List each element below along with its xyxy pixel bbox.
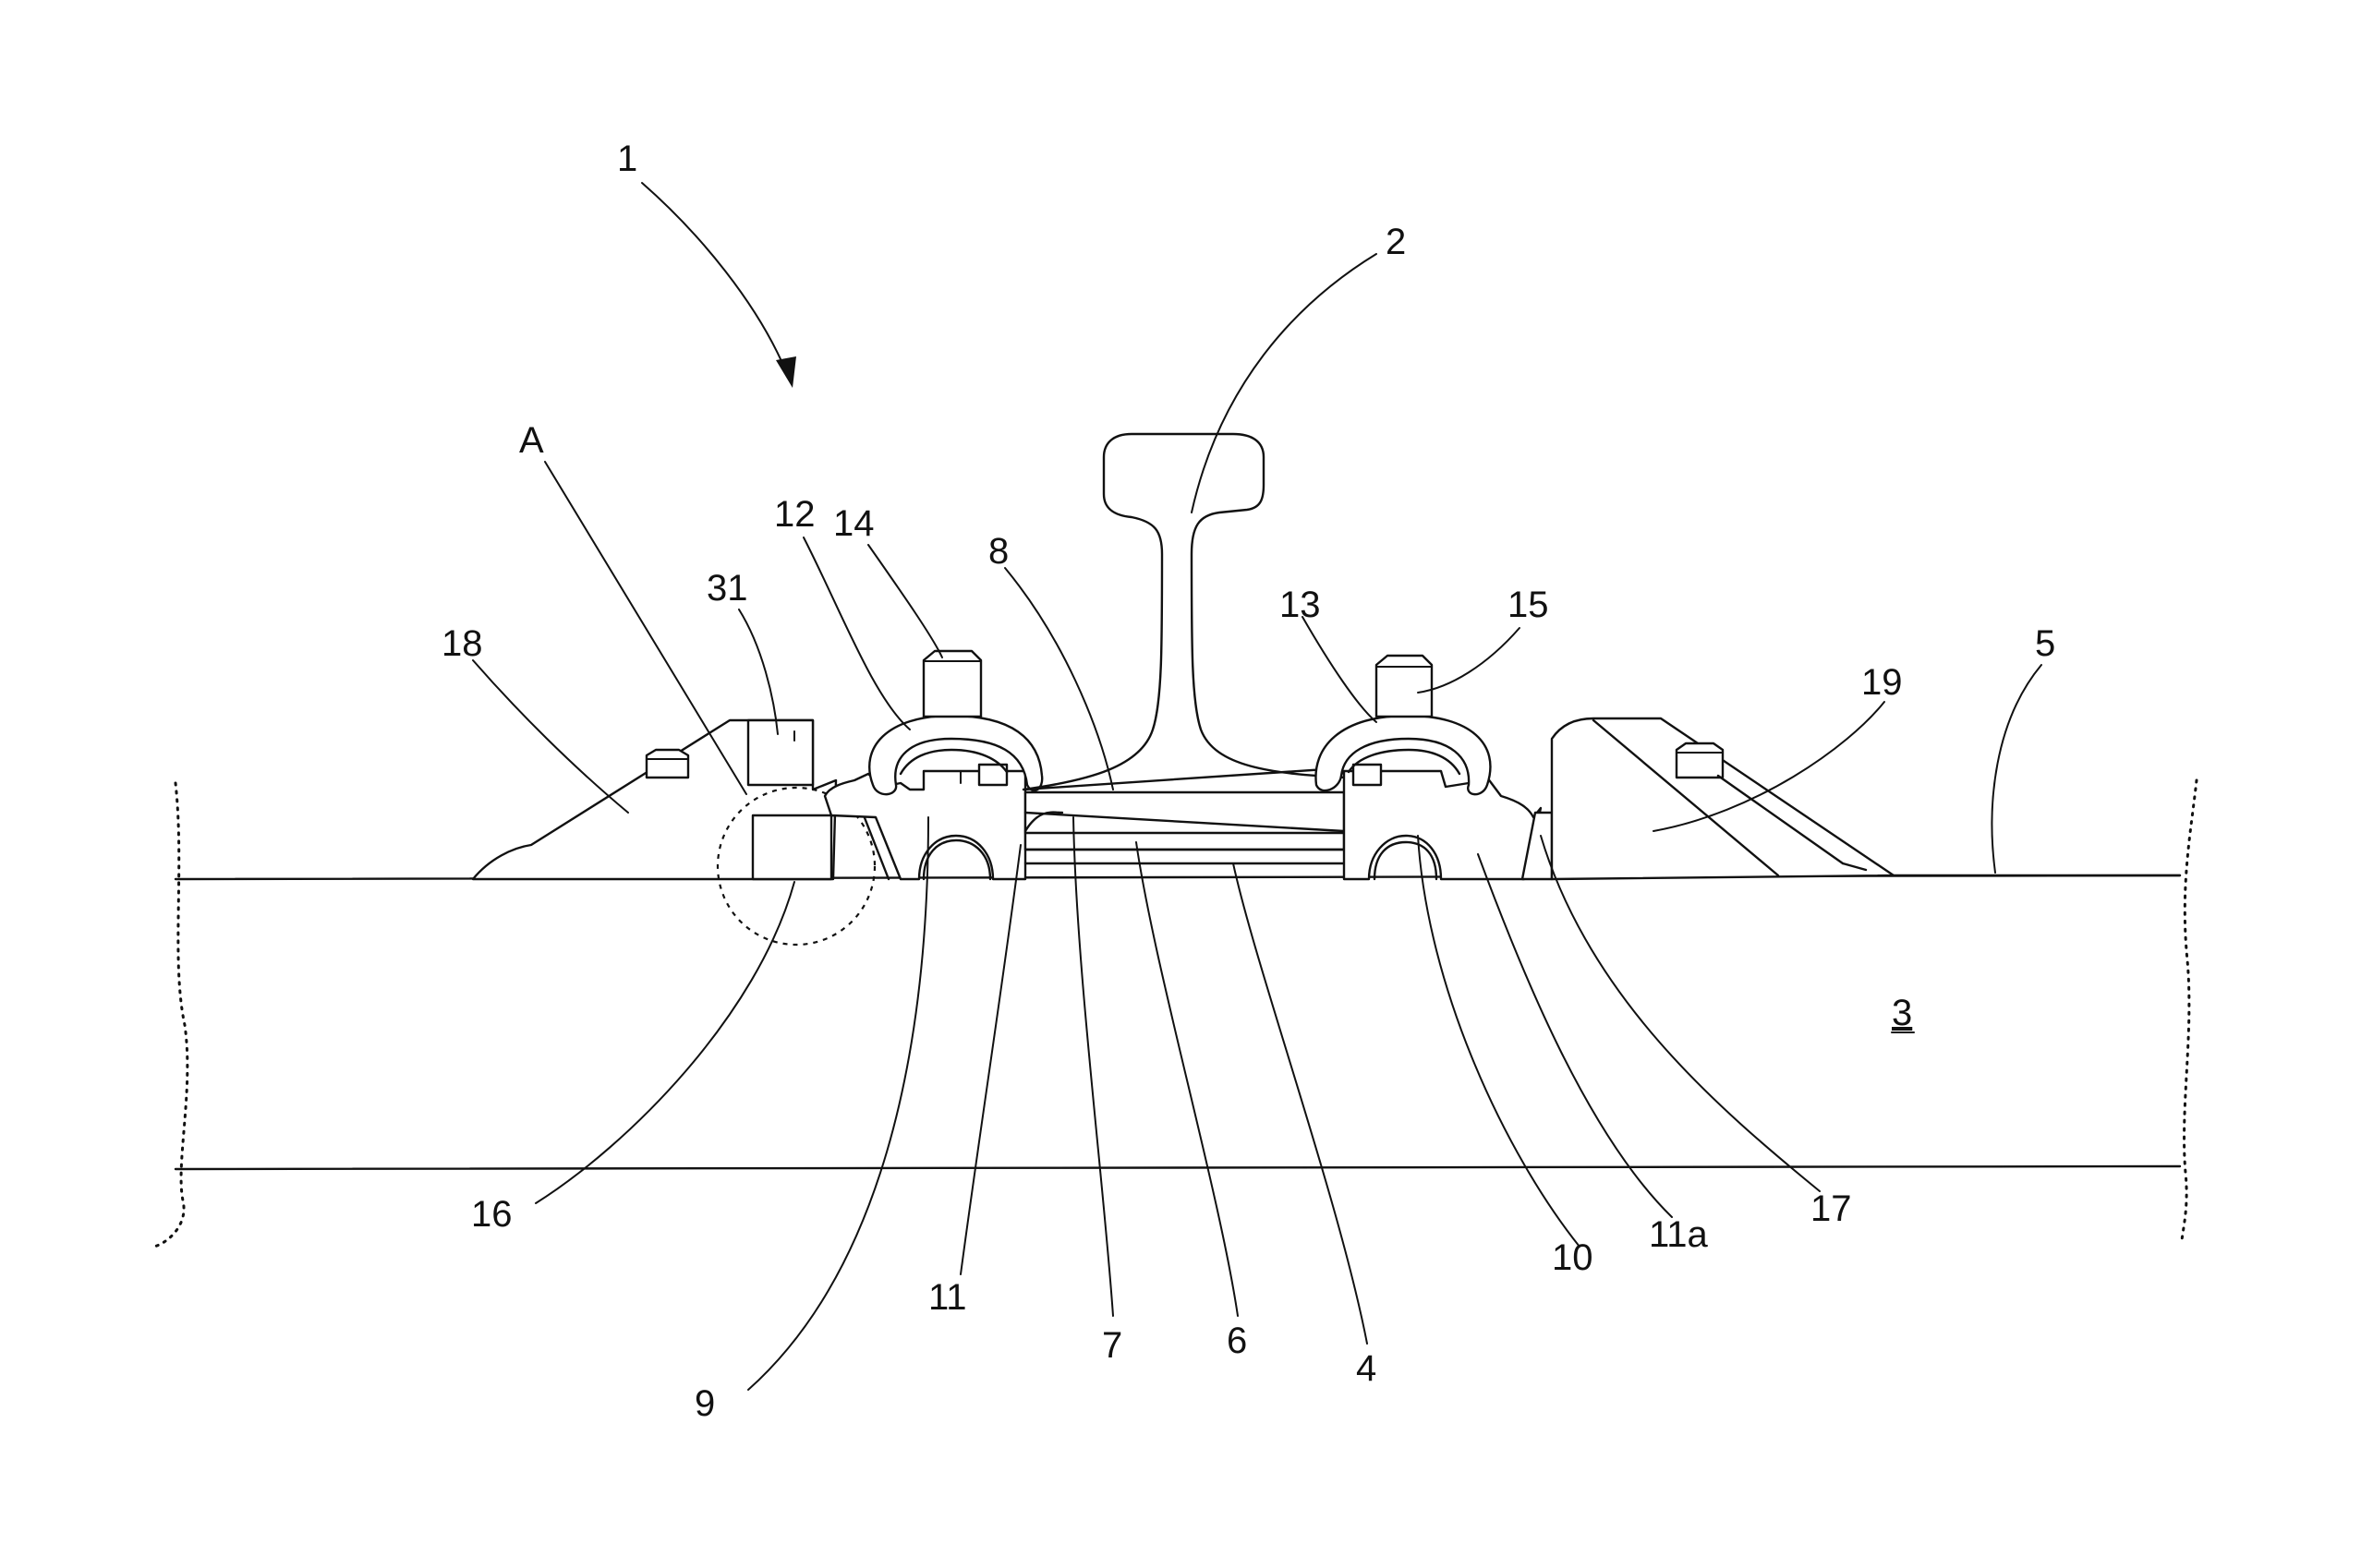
label-18: 18 (442, 623, 483, 664)
left-bolt-14 (924, 651, 981, 717)
label-15: 15 (1507, 585, 1549, 625)
label-4: 4 (1356, 1348, 1376, 1389)
label-a: A (519, 420, 544, 461)
label-16: 16 (471, 1194, 513, 1235)
right-guide-plate-10 (1344, 765, 1541, 879)
label-19: 19 (1861, 662, 1903, 703)
arrow-head-icon (776, 356, 796, 388)
label-11: 11 (928, 1277, 967, 1318)
label-1: 1 (617, 139, 637, 179)
label-10: 10 (1552, 1237, 1593, 1278)
label-13: 13 (1279, 585, 1321, 625)
label-6: 6 (1227, 1321, 1247, 1361)
label-14: 14 (833, 503, 875, 544)
left-guide-plate-9 (825, 765, 1025, 879)
label-8: 8 (988, 531, 1009, 572)
label-7: 7 (1102, 1325, 1122, 1366)
label-3: 3 (1892, 993, 1912, 1033)
label-5: 5 (2035, 623, 2055, 664)
label-9: 9 (695, 1383, 715, 1424)
component-16 (753, 815, 889, 879)
label-17: 17 (1810, 1188, 1852, 1229)
label-12: 12 (774, 494, 816, 535)
right-bolt-15 (1376, 656, 1432, 717)
label-2: 2 (1386, 222, 1406, 262)
label-31: 31 (707, 568, 748, 609)
label-11a: 11a (1649, 1214, 1709, 1255)
